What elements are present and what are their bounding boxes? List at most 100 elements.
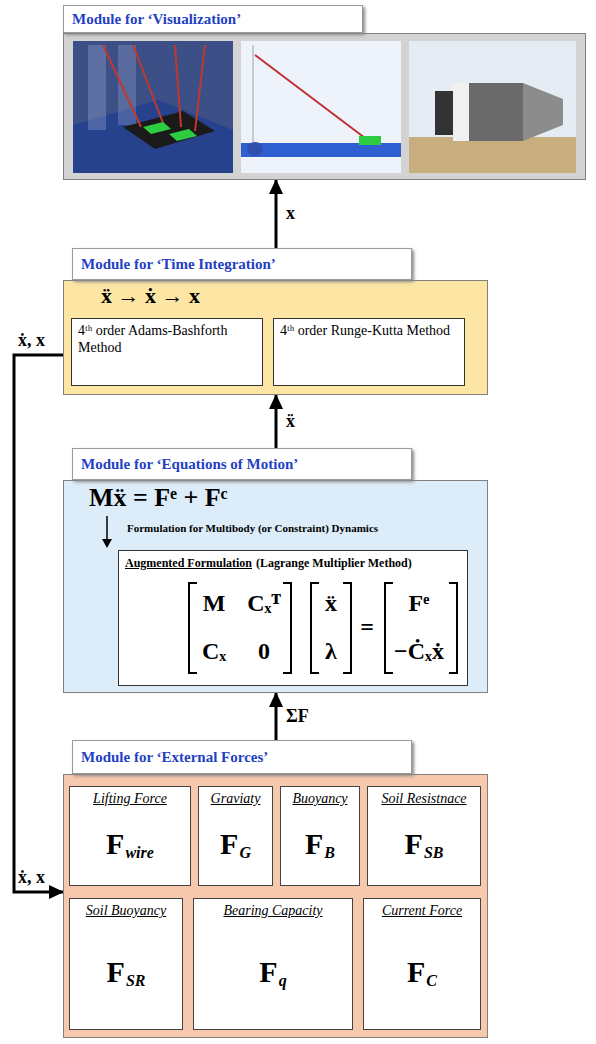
text-holder: Formulation for Multibody (or Constraint… — [127, 522, 378, 534]
formulation-title: Augmented Formulation(Lagrange Multiplie… — [125, 556, 463, 571]
module-title: Module for ‘External Forces’ — [81, 749, 268, 766]
matrix-cell-holder: λ — [296, 635, 366, 667]
flow-arrow — [275, 693, 278, 740]
matrix-bracket — [283, 583, 291, 673]
module-header: Module for ‘Visualization’ — [63, 5, 363, 33]
visualization-module: Module for ‘Visualization’ — [63, 5, 586, 180]
snapshot-part — [88, 45, 106, 130]
module-title: Module for ‘Equations of Motion’ — [81, 456, 298, 473]
note-text: Formulation for Multibody (or Constraint… — [127, 522, 378, 534]
matrix-entry: M — [179, 587, 249, 619]
force-box: Soil BuoyancyFSR — [69, 898, 183, 1030]
signal-label-holder: ΣF — [286, 705, 309, 727]
force-symbol: Fq — [259, 919, 286, 1025]
snapshot-part — [255, 55, 365, 138]
matrix-bracket — [343, 583, 351, 673]
equation-text: Mẍ = Fᵉ + Fᶜ — [89, 484, 227, 513]
force-box: GraviatyFG — [198, 786, 273, 886]
snapshot-part — [133, 45, 163, 123]
force-box: BuoyancyFB — [280, 786, 360, 886]
method-box: 4ᵗʰ order Runge-Kutta Method — [273, 318, 465, 386]
force-symbol: FG — [220, 807, 251, 881]
signal-label-holder: ẍ — [286, 410, 295, 432]
matrix-entry: 0 — [229, 635, 299, 667]
method-text: 4ᵗʰ order Runge-Kutta Method — [280, 323, 458, 340]
module-header: Module for ‘External Forces’ — [72, 740, 412, 774]
method-text: 4ᵗʰ order Adams-Bashforth Method — [78, 323, 256, 357]
matrix-bracket — [189, 583, 197, 673]
matrix-entry: Fᵉ — [384, 587, 454, 619]
matrix-entry: λ — [296, 635, 366, 667]
matrix-entry: −Ċₓẋ — [384, 635, 454, 667]
force-subscript: SR — [126, 972, 146, 990]
matrix-bracket — [449, 583, 457, 673]
force-name: Current Force — [382, 903, 462, 919]
matrix-bracket — [385, 583, 393, 673]
force-letter: F — [107, 955, 125, 989]
snapshot-part — [435, 91, 455, 135]
text-holder: Mẍ = Fᵉ + Fᶜ — [89, 484, 227, 513]
snapshot-part — [175, 45, 181, 127]
matrix-entry: Cₓ — [179, 635, 249, 667]
force-subscript: G — [239, 844, 251, 862]
force-symbol: FSB — [405, 807, 444, 881]
flow-arrow — [14, 355, 63, 892]
matrix-bracket — [311, 583, 319, 673]
snapshot-part — [241, 41, 401, 173]
force-symbol: FB — [305, 807, 335, 881]
snapshot-part — [359, 136, 381, 145]
snapshot-part — [241, 143, 401, 157]
module-title: Module for ‘Visualization’ — [72, 11, 241, 28]
matrix-cell-holder: Fᵉ — [384, 587, 454, 619]
force-subscript: wire — [125, 844, 153, 862]
signal-label-holder: x — [286, 202, 295, 224]
formulation-box: Augmented Formulation(Lagrange Multiplie… — [118, 550, 468, 686]
force-name: Soil Resistnace — [381, 791, 466, 807]
matrix-cell-holder: M — [179, 587, 249, 619]
derivation-arrow-head — [102, 539, 112, 548]
force-subscript: q — [279, 972, 287, 990]
equation-text: ẍ → ẋ → x — [101, 284, 200, 308]
external-forces-module: Module for ‘External Forces’ Lifting Forc… — [63, 740, 488, 1038]
signal-label: ΣF — [286, 705, 309, 727]
force-letter: F — [305, 827, 323, 861]
signal-label: ẋ, x — [18, 329, 45, 351]
method-box: 4ᵗʰ order Adams-Bashforth Method — [71, 318, 263, 386]
snapshot-part — [409, 41, 576, 173]
matrix-cell-holder: 0 — [229, 635, 299, 667]
force-box: Bearing CapacityFq — [193, 898, 353, 1030]
signal-label: ẋ, x — [18, 866, 45, 888]
force-symbol: FC — [407, 919, 437, 1025]
snapshot-part — [73, 41, 233, 173]
force-letter: F — [405, 827, 423, 861]
force-box: Current ForceFC — [363, 898, 481, 1030]
snapshot-part — [409, 137, 576, 173]
matrix-cell-holder: Cₓᵀ — [229, 587, 299, 619]
module-header: Module for ‘Equations of Motion’ — [72, 448, 412, 480]
force-name: Buoyancy — [292, 791, 347, 807]
text-holder: ẍ → ẋ → x — [101, 284, 200, 308]
force-letter: F — [106, 827, 124, 861]
snapshot-part — [195, 45, 205, 131]
module-title: Module for ‘Time Integration’ — [81, 256, 276, 273]
derivation-arrow — [106, 516, 108, 540]
snapshot-part — [253, 45, 254, 143]
force-subscript: B — [324, 844, 335, 862]
matrix-entry: = — [332, 611, 402, 643]
force-subscript: C — [426, 972, 437, 990]
force-name: Lifting Force — [93, 791, 167, 807]
force-letter: F — [220, 827, 238, 861]
signal-label: x — [286, 202, 295, 224]
matrix-entry: ẍ — [296, 587, 366, 619]
snapshot-part — [103, 45, 141, 127]
flow-arrow — [275, 395, 278, 448]
formulation-title: Augmented Formulation — [125, 556, 252, 571]
equations-module: Module for ‘Equations of Motion’ Mẍ = Fᵉ … — [63, 448, 488, 693]
force-letter: F — [259, 955, 277, 989]
force-box: Lifting ForceFwire — [69, 786, 191, 886]
snapshot-part — [453, 83, 523, 141]
snapshot-part — [523, 83, 563, 141]
force-name: Bearing Capacity — [223, 903, 322, 919]
force-subscript: SB — [424, 844, 444, 862]
